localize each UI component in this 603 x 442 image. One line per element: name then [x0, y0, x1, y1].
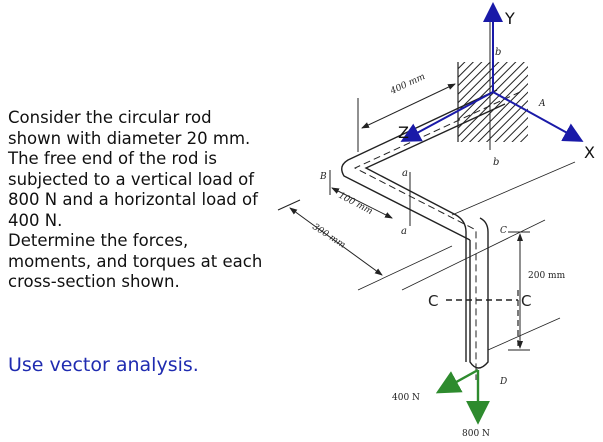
rod-centerline — [353, 91, 521, 380]
label-b-bottom: b — [493, 157, 499, 168]
axis-label-x: X — [584, 143, 595, 162]
label-a-top: a — [402, 168, 408, 179]
label-point-c: C — [500, 226, 507, 236]
axis-label-y: Y — [504, 9, 515, 28]
problem-statement: Consider the circular rod shown with dia… — [8, 108, 268, 293]
vector-analysis-note: Use vector analysis. — [8, 354, 199, 376]
section-b-b: b b — [489, 18, 501, 168]
axis-label-z: Z — [398, 123, 409, 142]
section-c-c: C C — [428, 290, 531, 350]
problem-text: Consider the circular rod shown with dia… — [8, 108, 258, 230]
loads: 400 N 800 N — [392, 368, 490, 439]
z-axis-arrow — [400, 91, 494, 142]
extension-lines — [357, 161, 576, 351]
dim-label-300mm: 300 mm — [310, 222, 347, 251]
label-point-a: A — [538, 99, 546, 109]
dimension-200mm: 200 mm — [508, 231, 566, 351]
label-c-left: C — [428, 292, 438, 310]
problem-instruction: Determine the forces, moments, and torqu… — [8, 231, 263, 291]
section-a-a: a a — [401, 168, 411, 237]
coordinate-axes: Y X Z — [398, 2, 595, 162]
load-label-800n: 800 N — [462, 429, 490, 439]
label-b-top: b — [495, 47, 501, 58]
x-axis-arrow — [492, 91, 584, 142]
load-label-400n: 400 N — [392, 393, 420, 403]
dim-label-100mm: 100 mm — [337, 191, 374, 217]
label-c-right: C — [521, 292, 531, 310]
label-point-b: B — [319, 172, 327, 182]
dim-label-200mm: 200 mm — [528, 271, 566, 281]
rod — [341, 89, 506, 369]
label-a-bottom: a — [401, 226, 407, 237]
label-point-d: D — [499, 377, 507, 387]
load-arrow-400n — [435, 368, 479, 394]
dim-label-400mm: 400 mm — [388, 72, 427, 97]
